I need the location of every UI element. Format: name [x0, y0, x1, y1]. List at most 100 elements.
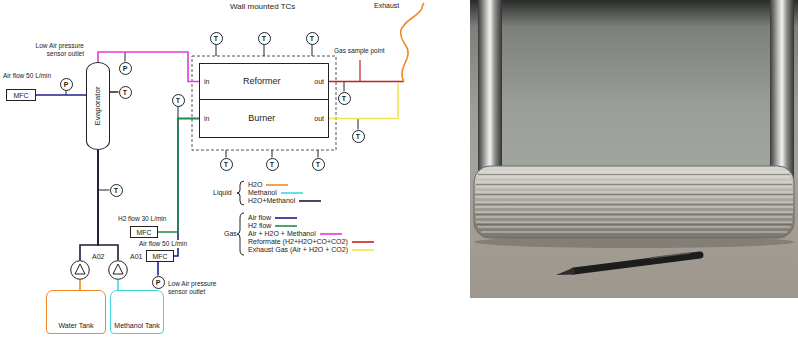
legend-group: Liquid — [213, 189, 232, 197]
node-label: T — [310, 35, 314, 42]
pump-symbol — [108, 260, 128, 280]
legend-swatch — [319, 231, 343, 237]
sensor-stub — [264, 45, 265, 57]
thermocouple: T — [266, 158, 279, 171]
legend-swatch — [274, 215, 298, 221]
node-label: P — [156, 279, 161, 286]
port-label: in — [204, 115, 209, 122]
legend-group: Gas — [224, 230, 237, 238]
sensor-stub — [98, 190, 110, 191]
legend-text: Reformate (H2+H2O+CO+CO2) — [248, 238, 348, 246]
node-label: T — [356, 133, 360, 140]
node-label: Evaporator — [94, 86, 102, 125]
pump-symbol: A02 — [70, 260, 90, 280]
photo-pen — [574, 255, 700, 271]
tank: Methanol Tank — [110, 290, 164, 334]
flow-rating: H2 flow 30 L/min — [118, 215, 166, 223]
photo-tube — [770, 0, 794, 182]
node-label: MFC — [152, 253, 167, 260]
flow-line — [36, 94, 86, 96]
legend-swatch-line — [320, 233, 342, 235]
sensor-stub — [344, 82, 345, 92]
node-label: Burner — [248, 114, 275, 123]
flow-line — [98, 150, 118, 260]
sensor-stub — [358, 119, 359, 130]
legend-swatch-line — [281, 192, 303, 194]
legend-row: Methanol — [248, 189, 304, 197]
legend-swatch-line — [275, 225, 297, 227]
photo-background — [470, 0, 798, 178]
legend-text: Methanol — [248, 189, 277, 197]
legend-swatch — [274, 223, 298, 229]
thermocouple: T — [119, 86, 132, 99]
reformer-photo — [470, 0, 798, 298]
legend-swatch-line — [299, 200, 321, 202]
node-label: T — [123, 89, 127, 96]
pump-symbol: A01 — [108, 260, 128, 280]
sensor-stubs — [66, 45, 358, 191]
photo-table — [470, 0, 798, 298]
flow-line — [158, 119, 199, 233]
thermocouple: T — [312, 158, 325, 171]
node-label: T — [270, 161, 274, 168]
pressure-sensor: P — [119, 62, 132, 75]
photo-pen-tip — [556, 268, 575, 276]
legend-text: Air flow — [248, 214, 271, 222]
legend-text: H2 flow — [248, 222, 271, 230]
node-label: P — [64, 81, 69, 88]
exhaust-gas-line — [329, 83, 398, 119]
housing-outline — [192, 56, 336, 150]
thermocouple: T — [258, 32, 271, 45]
sensor-note: Low Air pressure sensor outlet — [20, 42, 84, 58]
sensor-stub — [318, 150, 319, 158]
photo-tube — [478, 0, 502, 182]
flow-line — [117, 280, 119, 290]
node-label: MFC — [136, 229, 151, 236]
legend-swatch — [351, 239, 375, 245]
port-label: out — [314, 115, 324, 122]
node-label: T — [316, 161, 320, 168]
legend-brace — [237, 181, 244, 205]
legend-swatch — [298, 198, 322, 204]
node-label: T — [342, 95, 346, 102]
legend-row: H2O+Methanol — [248, 197, 322, 205]
flow-rating: Air flow 50 L/min — [3, 72, 51, 80]
legend-row: H2O — [248, 181, 289, 189]
sensor-stub — [226, 150, 227, 158]
legend-row: Air + H2O + Methanol — [248, 230, 343, 238]
pump-impeller — [113, 264, 123, 274]
legend-text: Exhaust Gas (Air + H2O + CO2) — [248, 246, 348, 254]
legend-row: Air flow — [248, 214, 298, 222]
node-label: Reformer — [243, 77, 281, 86]
legend-swatch — [280, 190, 304, 196]
legend-swatch-line — [275, 217, 297, 219]
pump-impeller — [75, 264, 85, 274]
legend-swatch — [351, 247, 375, 253]
tank: Water Tank — [46, 290, 106, 334]
node-label: Methanol Tank — [114, 322, 159, 329]
reformer-box: inReformerout — [199, 63, 329, 100]
thermocouple: T — [220, 158, 233, 171]
legend-row: Exhaust Gas (Air + H2O + CO2) — [248, 246, 375, 254]
node-label: T — [114, 187, 118, 194]
port-label: out — [314, 78, 324, 85]
burner-box: in Burner out — [199, 99, 329, 138]
legend-swatch-line — [352, 249, 374, 251]
node-label: T — [224, 161, 228, 168]
pump-casing — [109, 261, 128, 280]
flow-controller: MFC — [130, 226, 158, 238]
pump-casing — [71, 261, 90, 280]
group-label: Wall mounted TCs — [230, 3, 295, 11]
flow-line — [98, 52, 199, 82]
flow-controller: MFC — [146, 250, 174, 262]
sensor-stub — [312, 45, 313, 57]
sample-line — [359, 60, 360, 82]
flow-line — [79, 280, 81, 290]
pressure-sensor: P — [60, 78, 73, 91]
thermocouple: T — [210, 32, 223, 45]
sensor-stub — [125, 52, 126, 62]
thermocouple: T — [172, 94, 185, 107]
